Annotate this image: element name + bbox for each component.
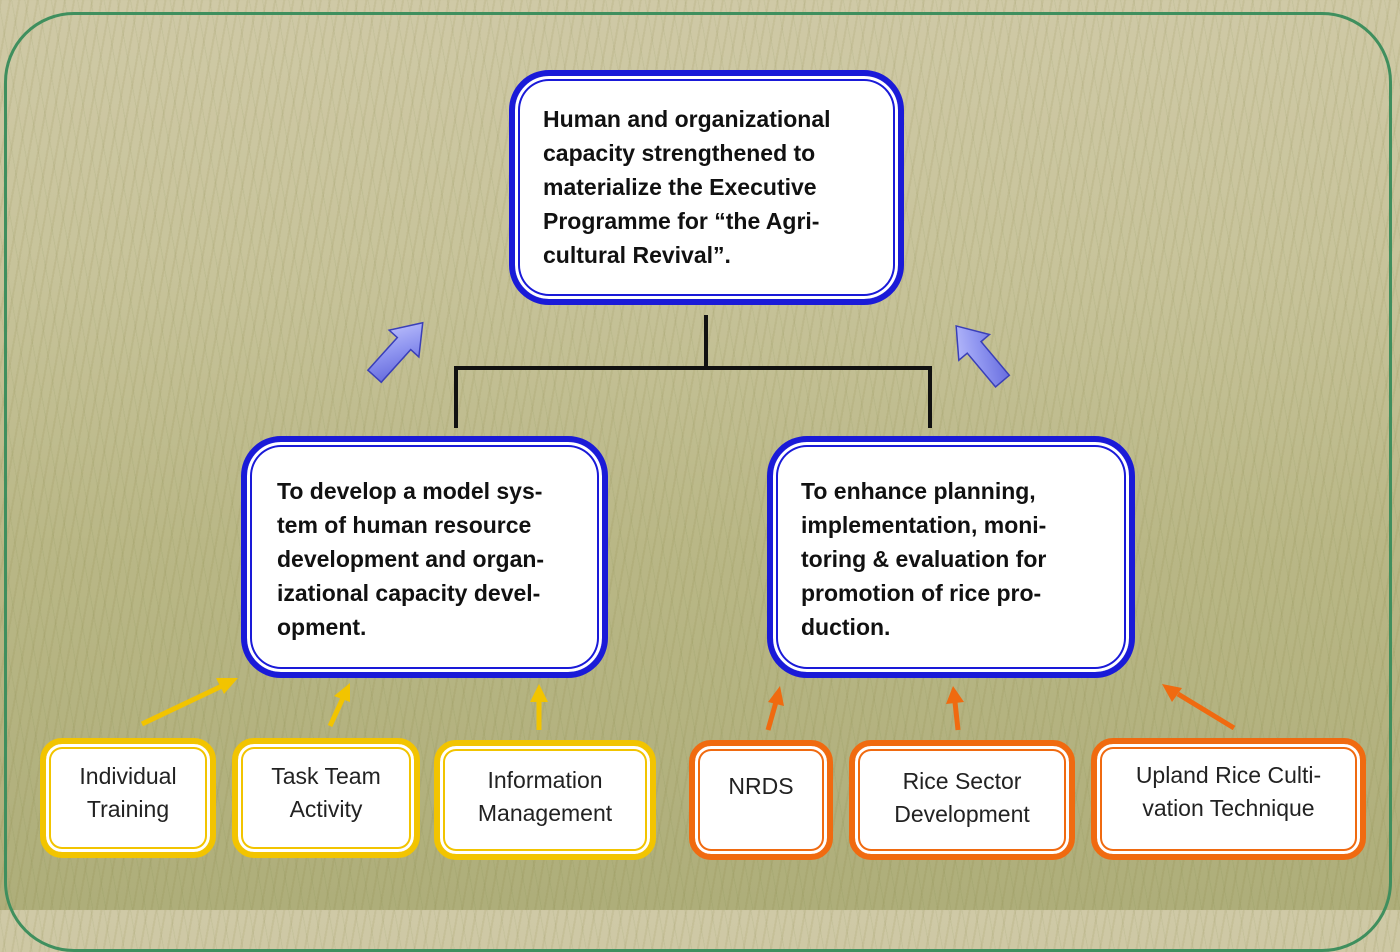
- up-arrow-right-icon: [955, 324, 1011, 388]
- activity-information-management: Information Management: [434, 740, 656, 860]
- activity-label: NRDS: [728, 773, 794, 799]
- activity-rice-sector-development: Rice Sector Development: [849, 740, 1075, 860]
- activity-label: Information Management: [477, 767, 613, 826]
- activity-label: Individual Training: [79, 763, 177, 822]
- activity-individual-training: Individual Training: [40, 738, 216, 858]
- output-box-right: To enhance planning, implementation, mon…: [767, 436, 1135, 678]
- activity-label: Upland Rice Culti- vation Technique: [1135, 762, 1322, 821]
- output-left-text: To develop a model sys- tem of human res…: [277, 478, 545, 640]
- activity-label: Rice Sector Development: [894, 768, 1030, 827]
- connectors-layer: [140, 315, 1236, 731]
- activity-label: Task Team Activity: [271, 763, 381, 822]
- up-arrow-left-icon: [366, 321, 424, 384]
- activity-task-team: Task Team Activity: [232, 738, 420, 858]
- output-box-left: To develop a model sys- tem of human res…: [241, 436, 608, 678]
- yellow-arrow-3-icon: [530, 684, 548, 730]
- goal-text: Human and organizational capacity streng…: [543, 106, 831, 268]
- orange-arrow-3-icon: [1162, 684, 1236, 731]
- orange-arrow-2-icon: [946, 686, 964, 731]
- activity-upland-rice: Upland Rice Culti- vation Technique: [1091, 738, 1366, 860]
- orange-arrow-1-icon: [765, 686, 784, 731]
- yellow-arrow-2-icon: [327, 683, 350, 728]
- activity-nrds: NRDS: [689, 740, 833, 860]
- yellow-arrow-1-icon: [140, 678, 238, 727]
- output-right-text: To enhance planning, implementation, mon…: [801, 478, 1047, 640]
- goal-box: Human and organizational capacity streng…: [509, 70, 904, 305]
